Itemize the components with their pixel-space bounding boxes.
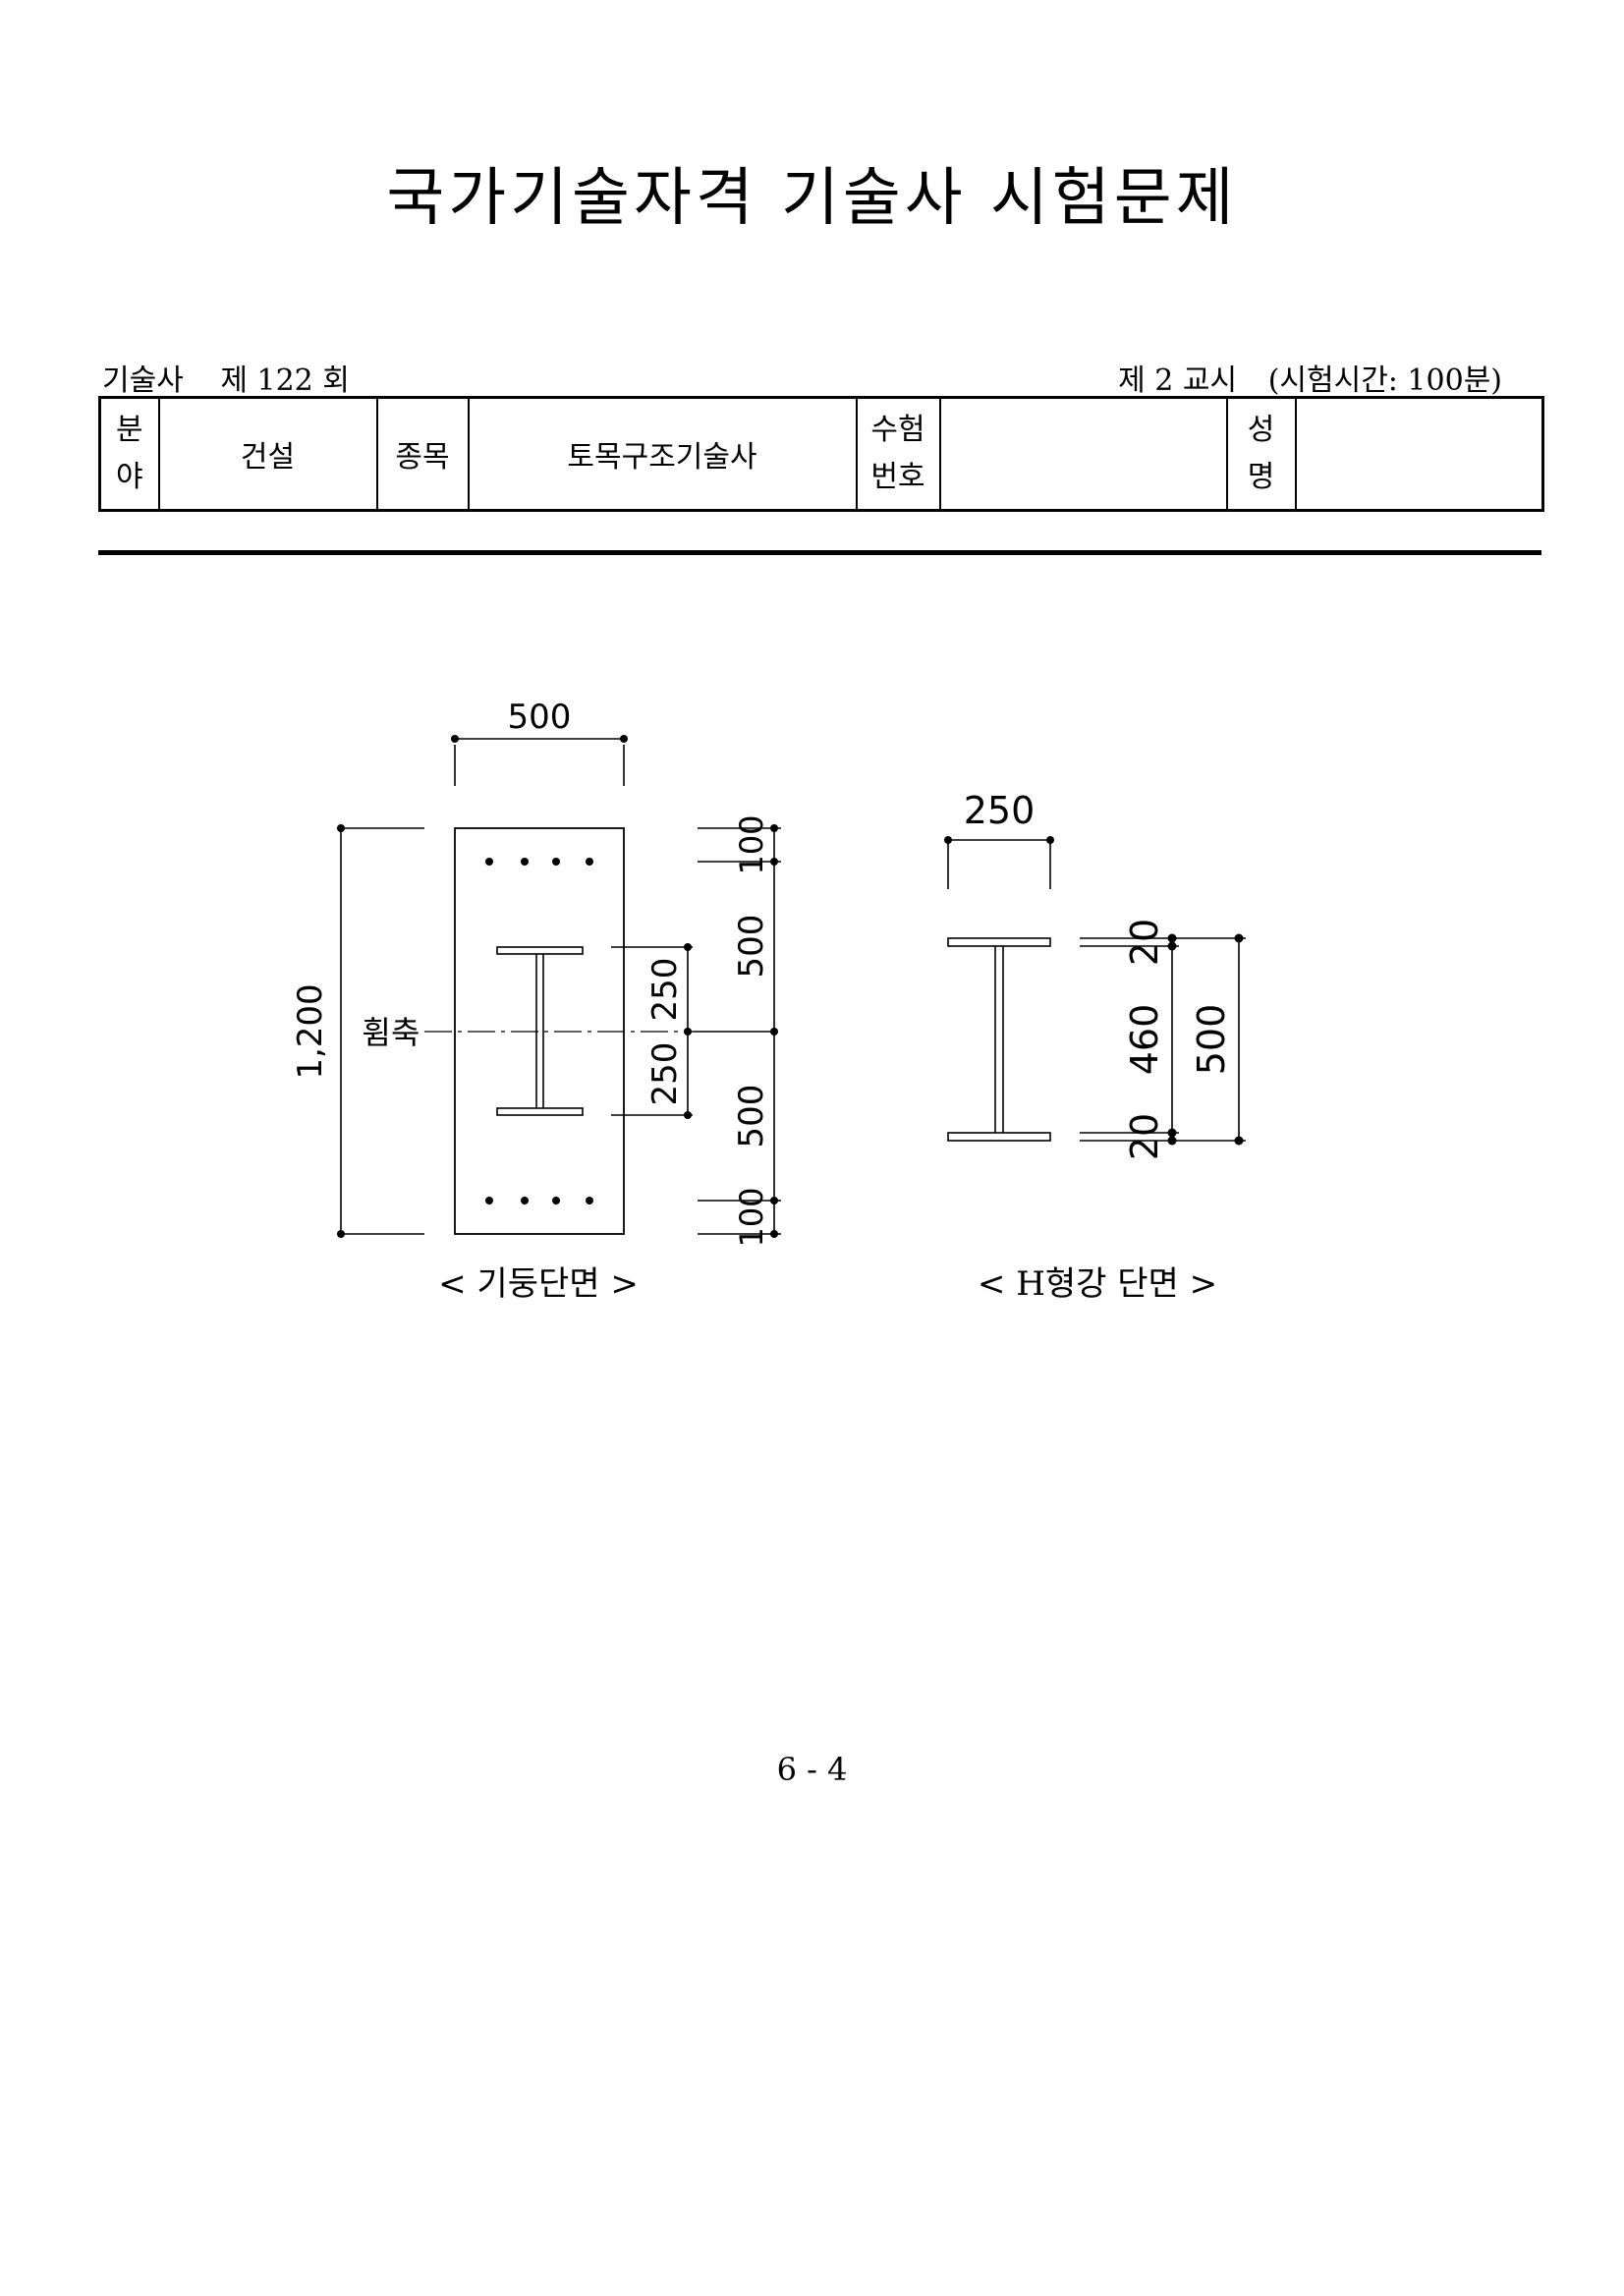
h-section-figure: 250 20 460 20 500 < H형강 단면 > — [944, 789, 1246, 1304]
dim-dot — [1046, 836, 1054, 844]
h-top-flange — [947, 937, 1051, 947]
h-bottom-flange — [947, 1132, 1051, 1142]
h-section-caption: < H형강 단면 > — [978, 1264, 1217, 1304]
h-depth-chain-dims: 20 460 20 — [1080, 919, 1179, 1160]
dim-dot — [770, 1028, 778, 1036]
dim-dot — [684, 943, 692, 951]
name-label-2: 명 — [1247, 460, 1275, 494]
h-flange-width-dim: 250 — [944, 789, 1054, 889]
exam-number-label-cell: 수험 번호 — [855, 396, 941, 512]
dim-dot — [1167, 1136, 1177, 1146]
inner-dim-bottom-label: 250 — [645, 1042, 685, 1106]
right-dim-4-label: 100 — [733, 1187, 770, 1247]
rebar — [552, 1197, 560, 1204]
flange-offset-dims: 250 250 — [611, 943, 693, 1119]
bending-axis-label: 휨축 — [363, 1014, 420, 1051]
exam-period-line: 제 2 교시 (시험시간: 100분) — [1118, 356, 1502, 399]
rebar — [521, 858, 529, 866]
column-width-dim: 500 — [451, 698, 628, 786]
dim-dot — [770, 824, 778, 832]
h-total-depth-label: 500 — [1190, 1004, 1233, 1076]
h-web-depth-label: 460 — [1123, 1004, 1166, 1076]
exam-session: 제 122 회 — [220, 364, 350, 398]
dim-dot — [684, 1111, 692, 1119]
dim-dot — [770, 1230, 778, 1238]
dim-dot — [337, 824, 345, 832]
name-field[interactable] — [1294, 396, 1544, 512]
category-label: 종목 — [375, 396, 470, 512]
field-label-2: 야 — [115, 460, 143, 494]
field-label-cell: 분 야 — [98, 396, 160, 512]
exam-info-table: 분 야 건설 종목 토목구조기술사 수험 번호 성 명 — [98, 396, 1544, 512]
rebar — [552, 858, 560, 866]
name-label-1: 성 — [1247, 413, 1275, 447]
dim-dot — [1234, 933, 1244, 943]
h-flange-bottom-label: 20 — [1123, 1113, 1166, 1160]
exam-number-label-1: 수험 — [870, 413, 925, 447]
column-height-dim: 1,200 — [291, 824, 424, 1238]
exam-time: (시험시간: 100분) — [1267, 364, 1502, 398]
column-section-figure: 휨축 500 1,200 250 250 — [291, 698, 781, 1304]
dim-dot — [1234, 1136, 1244, 1146]
exam-type: 기술사 — [102, 364, 184, 398]
h-flange-top-label: 20 — [1123, 919, 1166, 966]
rebar — [521, 1197, 529, 1204]
dim-dot — [337, 1230, 345, 1238]
dim-dot — [770, 858, 778, 866]
right-dim-2-label: 500 — [732, 915, 771, 979]
bottom-flange — [496, 1107, 584, 1116]
header-divider — [98, 550, 1541, 555]
category-value: 토목구조기술사 — [467, 396, 858, 512]
dim-dot — [684, 1028, 692, 1036]
field-value: 건설 — [157, 396, 378, 512]
column-height-label: 1,200 — [291, 983, 330, 1079]
column-section-caption: < 기둥단면 > — [438, 1264, 639, 1304]
dim-dot — [770, 1197, 778, 1204]
rebar-top-row — [485, 858, 593, 866]
exam-period: 제 2 교시 — [1118, 364, 1238, 398]
right-dim-1-label: 100 — [733, 814, 770, 874]
inner-dim-top-label: 250 — [645, 958, 685, 1022]
exam-session-line: 기술사 제 122 회 — [102, 356, 377, 399]
rebar-bottom-row — [485, 1197, 593, 1204]
rebar — [586, 1197, 593, 1204]
dim-dot — [1167, 941, 1177, 951]
rebar — [586, 858, 593, 866]
dim-dot — [1167, 933, 1177, 943]
right-dim-3-label: 500 — [732, 1085, 771, 1148]
rebar — [485, 1197, 493, 1204]
right-chain-dims: 100 500 500 100 — [693, 814, 781, 1248]
column-width-label: 500 — [508, 698, 572, 737]
dim-dot — [1167, 1128, 1177, 1138]
page-number: 6 - 4 — [776, 1751, 848, 1788]
name-label-cell: 성 명 — [1225, 396, 1297, 512]
page-title: 국가기술자격 기술사 시험문제 — [386, 162, 1238, 235]
field-label-1: 분 — [115, 413, 143, 447]
dim-dot — [944, 836, 952, 844]
exam-number-field[interactable] — [938, 396, 1228, 512]
dim-dot — [451, 735, 459, 743]
dim-dot — [620, 735, 628, 743]
rebar — [485, 858, 493, 866]
exam-number-label-2: 번호 — [870, 460, 925, 494]
top-flange — [496, 946, 584, 955]
h-total-depth-dim: 500 — [1179, 933, 1246, 1146]
h-flange-width-label: 250 — [964, 789, 1036, 832]
